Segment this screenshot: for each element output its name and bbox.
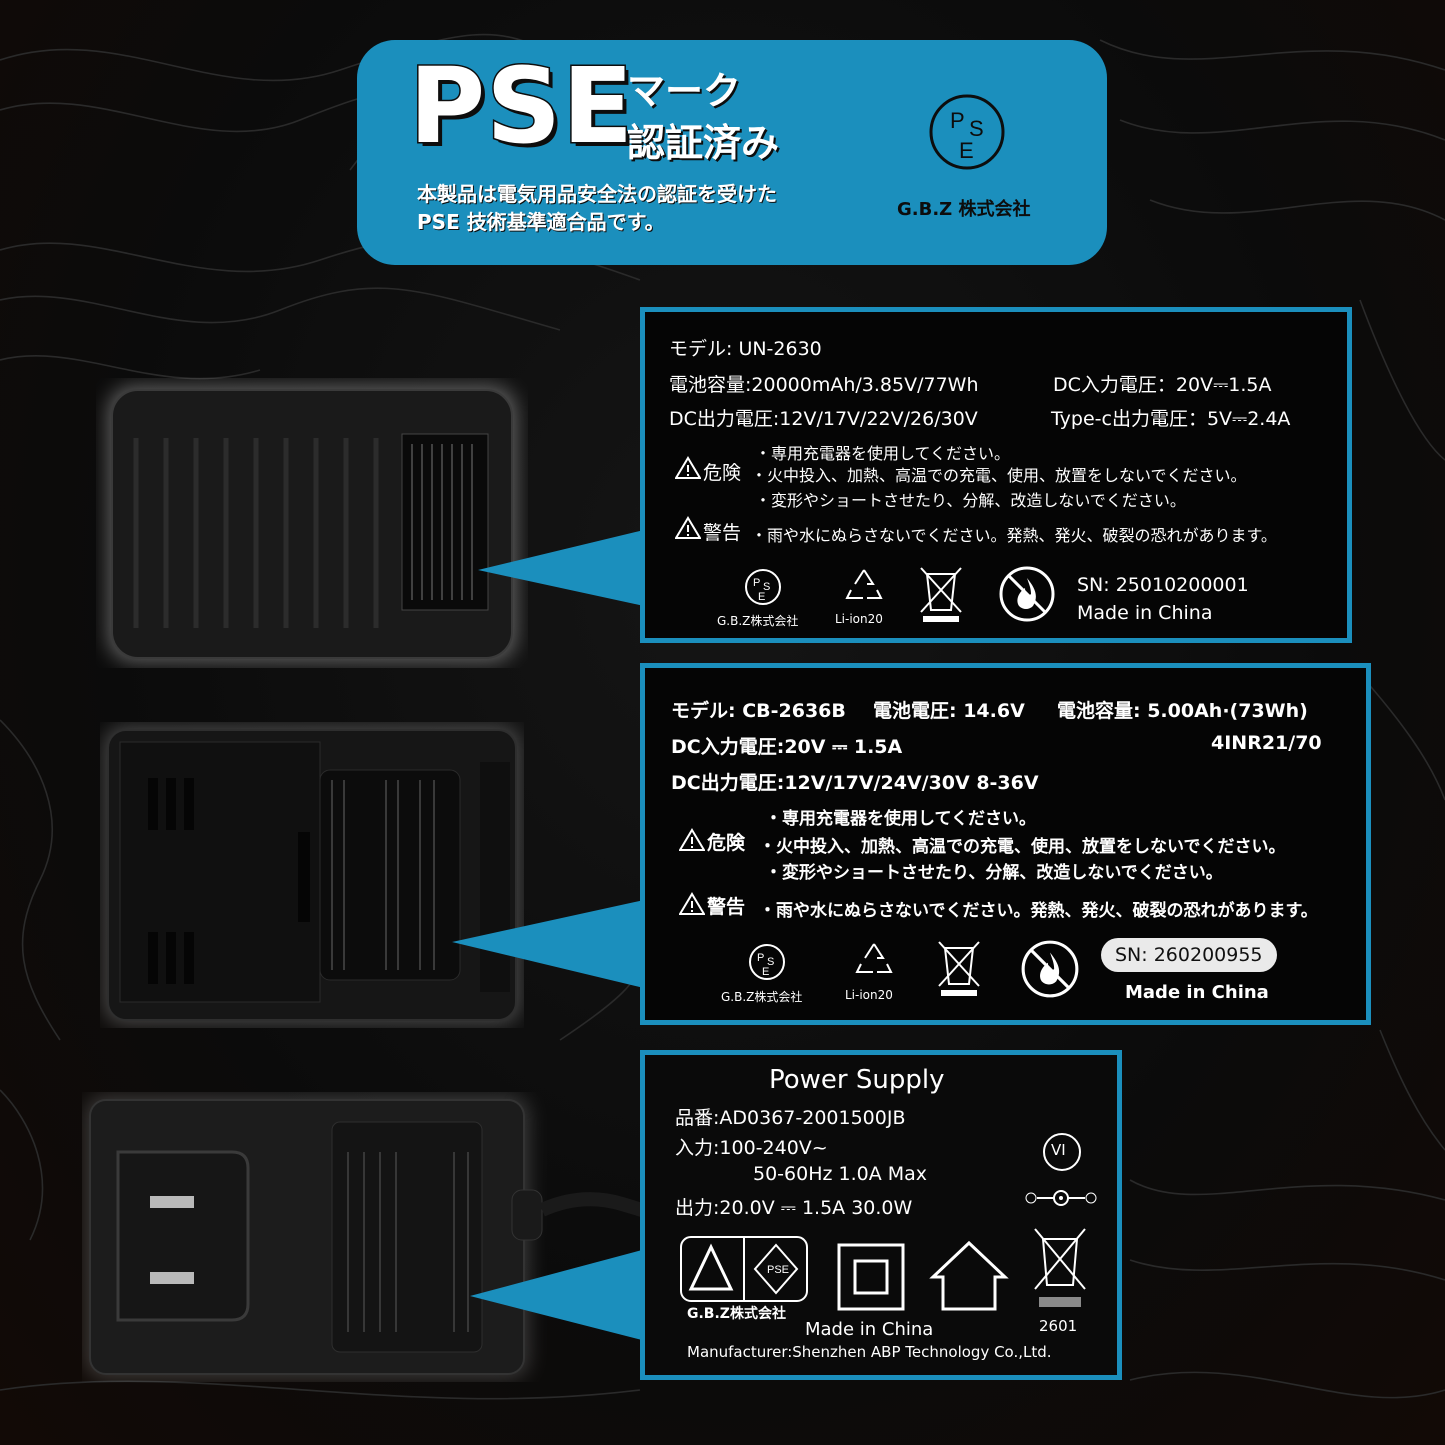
desc-line-1: 本製品は電気用品安全法の認証を受けた <box>417 182 777 206</box>
power-supply-label: Power Supply 品番:AD0367-2001500JB 入力:100-… <box>640 1050 1122 1380</box>
svg-text:P: P <box>950 108 965 133</box>
danger-line-1: ・専用充電器を使用してください。 <box>755 444 1011 463</box>
recycle-icon <box>855 943 893 973</box>
dc-output-text: DC出力電圧:12V/17V/22V/26/30V <box>669 408 978 430</box>
model-text: モデル: CB-2636B <box>671 700 846 722</box>
svg-text:S: S <box>767 956 774 968</box>
double-insulation-icon <box>837 1243 905 1311</box>
dc-input-text: DC入力電圧：20V⎓1.5A <box>1053 374 1272 396</box>
voltage-text: 電池電圧: 14.6V <box>873 700 1025 722</box>
svg-text:S: S <box>763 581 770 593</box>
capacity-text: 電池容量:20000mAh/3.85V/77Wh <box>669 374 979 396</box>
desc-line-2: PSE 技術基準適合品です。 <box>417 210 665 234</box>
company-caption: G.B.Z株式会社 <box>721 990 803 1004</box>
battery-pack-image <box>108 386 516 662</box>
warning-triangle-icon <box>675 456 701 479</box>
svg-text:S: S <box>969 116 984 141</box>
callout-pointer-1 <box>478 530 644 606</box>
made-in-text: Made in China <box>805 1319 934 1340</box>
warning-triangle-icon <box>679 828 705 851</box>
battery-cartridge-image <box>104 726 520 1024</box>
company-name: G.B.Z 株式会社 <box>897 199 1031 220</box>
typec-output-text: Type-c出力電圧：5V⎓2.4A <box>1051 408 1291 430</box>
danger-line-3: ・変形やショートさせたり、分解、改造しないでください。 <box>755 491 1186 510</box>
warning-label: 警告 <box>703 522 742 544</box>
mark-label: マーク <box>627 69 742 113</box>
no-fire-icon <box>999 566 1055 622</box>
date-code: 2601 <box>1039 1317 1078 1335</box>
pse-mark-icon: P S E <box>749 944 785 980</box>
cell-type-text: 4INR21/70 <box>1211 732 1322 754</box>
company-caption: G.B.Z株式会社 <box>687 1306 786 1322</box>
indoor-use-icon <box>929 1240 1009 1311</box>
polarity-icon <box>1025 1190 1097 1206</box>
danger-line-2: ・火中投入、加熱、高温での充電、使用、放置をしないでください。 <box>759 837 1286 857</box>
efficiency-level: VI <box>1051 1141 1066 1159</box>
company-caption: G.B.Z株式会社 <box>717 614 799 628</box>
pse-logo-icon: P S E <box>929 94 1005 170</box>
warning-line-1: ・雨や水にぬらさないでください。発熱、発火、破裂の恐れがあります。 <box>751 526 1277 545</box>
svg-text:E: E <box>762 966 769 978</box>
battery-label-un2630: モデル: UN-2630 電池容量:20000mAh/3.85V/77Wh DC… <box>640 307 1352 643</box>
serial-number: SN: 25010200001 <box>1077 574 1249 596</box>
callout-pointer-3 <box>470 1250 642 1340</box>
pse-banner: PSE マーク 認証済み 本製品は電気用品安全法の認証を受けた PSE 技術基準… <box>357 40 1107 265</box>
svg-text:E: E <box>959 138 974 163</box>
callout-pointer-2 <box>452 900 644 988</box>
input-freq-text: 50-60Hz 1.0A Max <box>753 1163 928 1185</box>
serial-number: SN: 260200955 <box>1101 938 1277 972</box>
warning-label: 警告 <box>707 896 746 918</box>
svg-text:P: P <box>753 577 760 589</box>
dc-input-text: DC入力電圧:20V ⎓ 1.5A <box>671 736 903 758</box>
liion-caption: Li-ion20 <box>835 612 883 626</box>
dc-output-text: DC出力電圧:12V/17V/24V/30V 8-36V <box>671 772 1039 794</box>
label-title: Power Supply <box>769 1065 945 1095</box>
svg-text:P: P <box>757 952 764 964</box>
danger-line-2: ・火中投入、加熱、高温での充電、使用、放置をしないでください。 <box>751 466 1247 485</box>
certified-label: 認証済み <box>627 121 780 165</box>
warning-triangle-icon <box>679 892 705 915</box>
no-fire-icon <box>1021 940 1079 998</box>
danger-line-1: ・専用充電器を使用してください。 <box>765 809 1036 829</box>
weee-bin-icon <box>920 567 962 622</box>
danger-label: 危険 <box>703 462 742 484</box>
made-in-text: Made in China <box>1125 982 1269 1003</box>
capacity-text: 電池容量: 5.00Ah·(73Wh) <box>1057 700 1308 722</box>
part-number-text: 品番:AD0367-2001500JB <box>675 1107 906 1129</box>
recycle-icon <box>845 569 883 599</box>
battery-label-cb2636b: モデル: CB-2636B 電池電圧: 14.6V 電池容量: 5.00Ah·(… <box>640 663 1371 1025</box>
warning-triangle-icon <box>675 516 701 539</box>
weee-bin-icon <box>938 941 980 996</box>
liion-caption: Li-ion20 <box>845 988 893 1002</box>
danger-line-3: ・変形やショートさせたり、分解、改造しないでください。 <box>765 863 1223 883</box>
power-adapter-image <box>86 1096 642 1378</box>
danger-label: 危険 <box>707 832 746 854</box>
made-in-text: Made in China <box>1077 602 1213 624</box>
pse-title: PSE <box>407 45 635 167</box>
manufacturer-text: Manufacturer:Shenzhen ABP Technology Co.… <box>687 1343 1052 1361</box>
safety-marks-icon: PSE <box>680 1236 808 1302</box>
pse-mark-icon: P S E <box>745 569 781 605</box>
model-text: モデル: UN-2630 <box>669 338 822 360</box>
efficiency-vi-icon <box>1043 1133 1081 1171</box>
svg-text:PSE: PSE <box>767 1264 789 1276</box>
weee-bin-icon <box>1034 1228 1086 1307</box>
svg-text:E: E <box>758 591 765 603</box>
banner-description: 本製品は電気用品安全法の認証を受けた PSE 技術基準適合品です。 <box>417 180 777 236</box>
input-text: 入力:100-240V~ <box>675 1137 828 1159</box>
warning-line-1: ・雨や水にぬらさないでください。発熱、発火、破裂の恐れがあります。 <box>759 901 1318 921</box>
output-text: 出力:20.0V ⎓ 1.5A 30.0W <box>675 1197 913 1219</box>
